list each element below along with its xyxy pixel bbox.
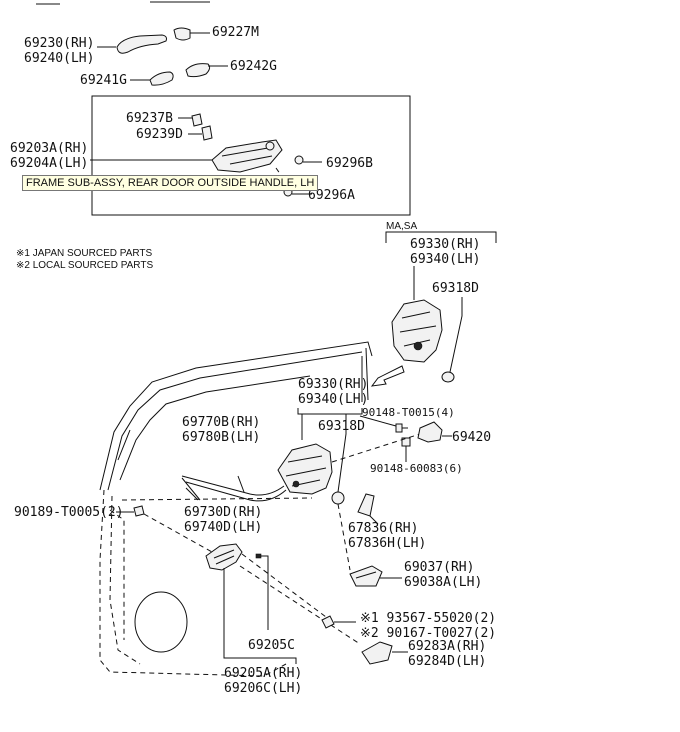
screw-90148-t0015-part[interactable] (395, 423, 403, 433)
label-69241g: 69241G (80, 73, 127, 88)
leader-90148-t0015 (359, 415, 408, 429)
bracket-69205a (223, 568, 297, 664)
label-69038a: 69038A(LH) (404, 575, 482, 590)
screw-69296b-part[interactable] (294, 155, 304, 165)
label-67836: 67836(RH) (348, 521, 418, 536)
label-69205c: 69205C (248, 638, 295, 653)
lock-assy-group (181, 408, 452, 587)
label-69340: 69340(LH) (298, 392, 368, 407)
dash-cover (239, 565, 361, 645)
frame-boss (265, 141, 275, 151)
label-69296b: 69296B (326, 156, 373, 171)
label-69340-top: 69340(LH) (410, 252, 480, 267)
handle-cap-part[interactable] (173, 27, 191, 41)
note-japan-sourced: ※1 JAPAN SOURCED PARTS (16, 248, 153, 259)
label-69242g: 69242G (230, 59, 277, 74)
lock-leaders (301, 414, 347, 493)
label-69206c: 69206C(LH) (224, 681, 302, 696)
handle-frame-detail (221, 147, 273, 165)
cutoff-leaders (36, 1, 210, 5)
label-69740d: 69740D(LH) (184, 520, 262, 535)
label-69037: 69037(RH) (404, 560, 474, 575)
label-69203a: 69203A(RH) (10, 141, 88, 156)
control-cable (181, 475, 285, 496)
label-69730d: 69730D(RH) (184, 505, 262, 520)
label-69205a: 69205A(RH) (224, 666, 302, 681)
label-69296a: 69296A (308, 188, 355, 203)
screw-69205c-part[interactable] (255, 553, 262, 559)
gasket-rear-part[interactable] (185, 63, 211, 78)
handle-frame-part[interactable] (211, 139, 283, 173)
label-69284d: 69284D(LH) (408, 654, 486, 669)
label-90167: ※2 90167-T0027(2) (360, 626, 496, 641)
cable-leaders (181, 475, 245, 501)
label-69318d: 69318D (318, 419, 365, 434)
speaker-opening (134, 591, 188, 653)
label-90189: 90189-T0005(2) (14, 505, 124, 520)
outside-handle-group (90, 27, 411, 216)
variant-bracket (385, 231, 497, 243)
label-69237b: 69237B (126, 111, 173, 126)
handle-frame-box (91, 95, 411, 216)
rear-door-outline (99, 341, 373, 677)
label-69227m: 69227M (212, 25, 259, 40)
dash-clip (143, 513, 213, 553)
label-69240: 69240(LH) (24, 51, 94, 66)
protector-69037-part[interactable] (349, 565, 383, 587)
door-lock-assy-top-part[interactable] (391, 299, 443, 363)
inside-handle-part[interactable] (205, 543, 243, 571)
pad-part-69239d[interactable] (201, 125, 213, 141)
dash-inside-handle (241, 553, 331, 621)
cover-69283a-part[interactable] (361, 641, 393, 665)
protector-detail (355, 571, 377, 579)
label-90148-60083: 90148-60083(6) (370, 462, 463, 475)
label-69330-top: 69330(RH) (410, 237, 480, 252)
label-69239d: 69239D (136, 127, 183, 142)
label-69780b: 69780B(LH) (182, 430, 260, 445)
door-frame-line (99, 341, 373, 491)
label-69283a: 69283A(RH) (408, 639, 486, 654)
label-67836h: 67836H(LH) (348, 536, 426, 551)
label-69204a: 69204A(LH) (10, 156, 88, 171)
screw-93567-part[interactable] (321, 615, 335, 629)
pad-part-69237b[interactable] (191, 113, 203, 127)
lock-rivet (292, 480, 300, 488)
label-90148-t0015: 90148-T0015(4) (362, 406, 455, 419)
label-69330: 69330(RH) (298, 377, 368, 392)
inside-handle-detail (213, 549, 235, 565)
lock-top-grommet-part[interactable] (441, 371, 455, 383)
label-69230: 69230(RH) (24, 36, 94, 51)
lock-grommet-part[interactable] (331, 491, 345, 505)
leader-67836 (369, 515, 379, 525)
lock-bracket (297, 408, 363, 415)
leader-69205c (261, 555, 269, 630)
outside-handle-part[interactable] (116, 34, 167, 54)
variant-label: MA,SA (386, 221, 417, 232)
direction-arrow (370, 365, 405, 387)
striker-bracket-69420-part[interactable] (417, 421, 443, 443)
part-tooltip: FRAME SUB-ASSY, REAR DOOR OUTSIDE HANDLE… (22, 175, 319, 191)
note-local-sourced: ※2 LOCAL SOURCED PARTS (16, 260, 153, 271)
dash-lock-screw (331, 433, 421, 463)
door-panel-line (99, 489, 287, 677)
door-lock-assy-part[interactable] (277, 443, 333, 495)
inside-handle-group (116, 505, 408, 665)
label-93567: ※1 93567-55020(2) (360, 611, 496, 626)
dash-protector (337, 503, 351, 571)
label-69420: 69420 (452, 430, 491, 445)
screw-90148-60083-part[interactable] (401, 437, 411, 447)
label-69770b: 69770B(RH) (182, 415, 260, 430)
lock-assy-variant-group (370, 231, 497, 387)
label-69318d-top: 69318D (432, 281, 479, 296)
grommet-67836-part[interactable] (357, 493, 375, 517)
lock-top-rivet (413, 341, 423, 351)
variant-leaders (413, 266, 463, 373)
clip-90189-part[interactable] (133, 505, 145, 517)
gasket-front-part[interactable] (149, 71, 174, 86)
